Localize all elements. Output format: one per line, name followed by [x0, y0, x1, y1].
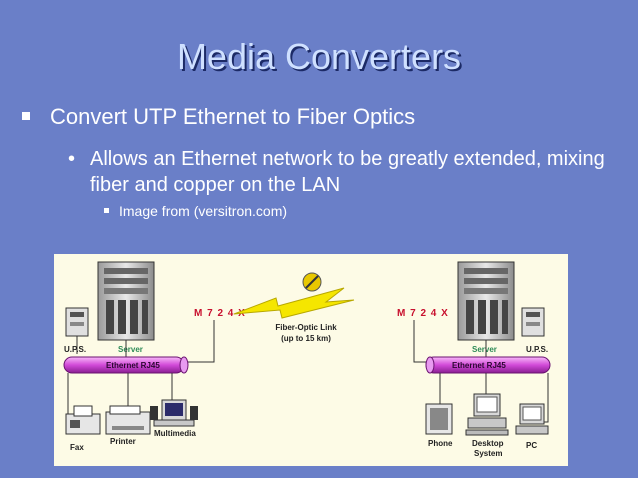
desktop-system-icon — [465, 393, 509, 436]
bullet-level-2-text: Allows an Ethernet network to be greatly… — [90, 148, 605, 196]
right-ethernet-cable — [425, 356, 551, 374]
square-bullet-icon — [104, 207, 109, 213]
pc-icon — [515, 403, 549, 435]
left-ups-icon — [65, 307, 89, 354]
fax-icon — [65, 405, 101, 435]
phone-icon — [425, 403, 453, 435]
right-server-label: Server — [472, 345, 497, 354]
slide-title: Media Converters — [176, 36, 462, 77]
fax-label: Fax — [70, 443, 84, 452]
network-diagram: U.P.S. Server Server U.P.S. M 7 2 4 X M … — [54, 254, 568, 466]
right-ethernet-label: Ethernet RJ45 — [452, 361, 506, 370]
fiber-link-distance: (up to 15 km) — [281, 334, 331, 343]
printer-icon — [105, 405, 151, 435]
multimedia-icon — [150, 399, 198, 427]
left-server-icon — [97, 261, 155, 341]
desktop-system-label-line2: System — [474, 449, 502, 458]
network-diagram-svg: U.P.S. Server Server U.P.S. M 7 2 4 X M … — [54, 254, 568, 466]
desktop-system-label-line1: Desktop — [472, 439, 504, 448]
fiber-link-bolt-icon — [233, 287, 355, 319]
bullet-level-1-text: Convert UTP Ethernet to Fiber Optics — [50, 104, 416, 129]
left-ethernet-label: Ethernet RJ45 — [106, 361, 160, 370]
bullet-level-1: Convert UTP Ethernet to Fiber Optics — [22, 104, 415, 130]
right-converter-label: M 7 2 4 X — [397, 308, 449, 319]
multimedia-label: Multimedia — [154, 429, 196, 438]
left-server-label: Server — [118, 345, 143, 354]
left-ethernet-cable — [63, 356, 189, 374]
bullet-level-2: • Allows an Ethernet network to be greatl… — [68, 146, 608, 198]
left-converter-label: M 7 2 4 X — [194, 308, 246, 319]
printer-label: Printer — [110, 437, 136, 446]
square-bullet-icon — [22, 112, 30, 121]
fiber-link-label: Fiber-Optic Link — [275, 323, 337, 332]
right-ups-label: U.P.S. — [526, 345, 548, 354]
left-ups-label: U.P.S. — [64, 345, 86, 354]
bullet-level-3: Image from (versitron.com) — [104, 203, 287, 219]
right-server-icon — [457, 261, 515, 341]
pc-label: PC — [526, 441, 537, 450]
dot-bullet-icon: • — [68, 148, 76, 170]
phone-label: Phone — [428, 439, 453, 448]
fiber-link-emblem-icon — [302, 272, 322, 292]
bullet-level-3-text: Image from (versitron.com) — [119, 203, 288, 219]
right-ups-icon — [521, 307, 545, 337]
